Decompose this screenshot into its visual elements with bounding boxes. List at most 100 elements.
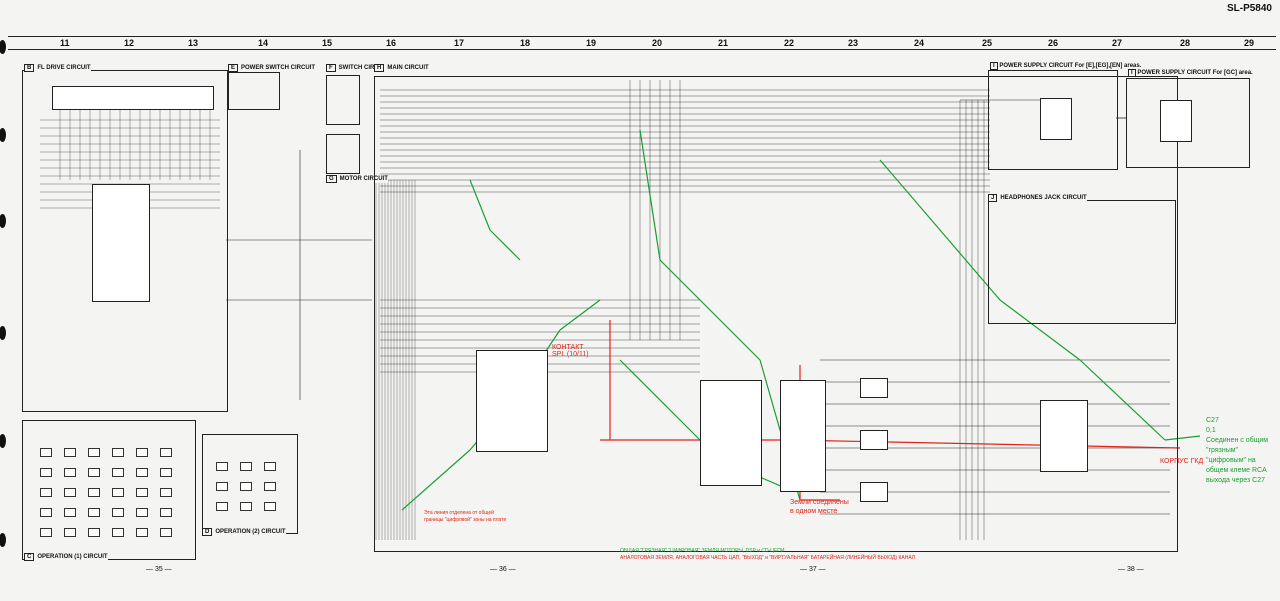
column-number: 22 [784,38,795,48]
key-switch [88,468,100,477]
key-switch [216,462,228,471]
key-switch [64,468,76,477]
power-supply-1-label: I POWER SUPPLY CIRCUIT For [E],[EG],[EN]… [990,62,1141,70]
page-number: — 35 — [146,566,172,573]
key-switch [136,508,148,517]
key-switch [64,528,76,537]
page-number: — 36 — [490,566,516,573]
column-number: 11 [60,38,70,48]
main-circuit [374,76,1178,552]
green-ground-trace [489,229,521,261]
switch-circuit [326,75,360,125]
transformer-1 [1040,98,1072,140]
key-switch [112,468,124,477]
key-switch [264,502,276,511]
column-number: 25 [982,38,993,48]
column-number: 15 [322,38,333,48]
column-number: 14 [258,38,269,48]
key-switch [216,502,228,511]
key-switch [64,448,76,457]
binder-hole [0,214,6,228]
page-number: — 38 — [1118,566,1144,573]
ic-dac [780,380,826,492]
fl-drive-circuit [22,70,228,412]
operation-1-circuit [22,420,196,560]
column-number: 16 [386,38,397,48]
green-ground-trace [999,299,1081,361]
key-switch [64,508,76,517]
key-switch [136,488,148,497]
power-switch-circuit [228,72,280,110]
ic-op-amp-3 [860,482,888,502]
column-number: 29 [1244,38,1255,48]
key-switch [40,448,52,457]
column-number: 18 [520,38,531,48]
ic-lpf [1040,400,1088,472]
key-switch [160,528,172,537]
power-supply-circuit-2 [1126,78,1250,168]
column-number: 17 [454,38,465,48]
key-switch [112,448,124,457]
grounds-joined-note: Земли соединены в одном месте [790,499,849,515]
ground-separated-note: Эта линия отделена от общей границы "циф… [424,510,507,523]
key-switch [136,528,148,537]
key-switch [112,528,124,537]
green-ground-trace [401,449,471,511]
key-switch [40,488,52,497]
key-switch [216,482,228,491]
green-ground-trace [1079,359,1166,441]
key-switch [40,528,52,537]
green-ground-trace [559,299,601,331]
green-ground-trace [639,129,661,261]
column-number: 20 [652,38,663,48]
key-switch [88,508,100,517]
column-number: 28 [1180,38,1191,48]
key-switch [264,482,276,491]
transformer-2 [1160,100,1192,142]
key-switch [112,508,124,517]
case-ground-note: КОРПУС ГКД [1160,458,1204,465]
red-ground-trace [789,439,1181,449]
key-switch [160,508,172,517]
green-ground-trace [659,259,701,301]
column-number: 24 [914,38,925,48]
key-switch [112,488,124,497]
ic-servo-processor [476,350,548,452]
binder-hole [0,434,6,448]
key-switch [64,488,76,497]
binder-hole [0,128,6,142]
ic-digital-signal [700,380,762,486]
c27-note: С27 0,1 Соединен с общим "грязным" "цифр… [1206,417,1269,484]
key-switch [240,482,252,491]
green-ground-trace [879,159,1001,301]
key-switch [160,468,172,477]
binder-hole [0,40,6,54]
key-switch [136,448,148,457]
green-ground-trace [1164,435,1201,441]
headphones-jack-circuit [988,200,1176,324]
key-switch [240,462,252,471]
key-switch [240,502,252,511]
fl-display [52,86,214,110]
key-switch [160,488,172,497]
green-ground-trace [469,179,491,231]
ground-legend: ОБЩАЯ "ГРЯЗНАЯ" "ЦИФРОВАЯ" ЗЕМЛЯ МОТОРЫ,… [620,548,915,562]
motor-circuit [326,134,360,174]
column-number: 21 [718,38,729,48]
column-number: 27 [1112,38,1123,48]
ic-op-amp-1 [860,378,888,398]
column-number: 12 [124,38,135,48]
ic-op-amp-2 [860,430,888,450]
key-switch [88,448,100,457]
legend-green: ОБЩАЯ "ГРЯЗНАЯ" "ЦИФРОВАЯ" ЗЕМЛЯ МОТОРЫ,… [620,548,785,554]
binder-hole [0,326,6,340]
key-switch [88,488,100,497]
